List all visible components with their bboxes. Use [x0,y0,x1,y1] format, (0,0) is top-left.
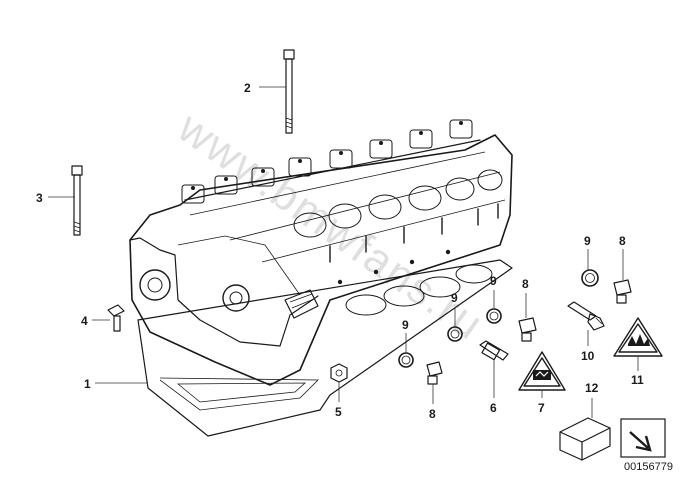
watermark: www.bmwfans.ru [168,102,492,350]
sensor-part-6 [479,340,509,361]
callout-9c: 9 [490,274,497,288]
plug-part-8-a [426,361,443,385]
bolt-part-3 [71,165,83,236]
ring-part-9-b [447,326,463,342]
plug-part-8-b [518,317,537,342]
warning-triangle-icon [518,351,566,391]
nut-part-5 [330,363,348,383]
cylinder-head-drawing [129,119,513,437]
callout-6: 6 [490,401,497,415]
callout-3: 3 [36,191,43,205]
ring-part-9-c [486,308,502,324]
ring-part-9-a [398,352,414,368]
leader-lines [48,86,639,418]
callout-12: 12 [585,381,599,395]
callout-10: 10 [581,349,595,363]
callout-1: 1 [84,377,91,391]
callout-9a: 9 [402,318,409,332]
callout-7: 7 [538,401,545,415]
ring-part-9-d [581,269,599,287]
reference-number: 00156779 [624,461,673,473]
arrow-down-right-icon[interactable] [620,418,666,458]
callout-11: 11 [631,373,644,387]
callout-9b: 9 [451,291,458,305]
callout-5: 5 [335,405,342,419]
long-bolt-part-2 [283,49,295,134]
caution-hand-icon [613,317,663,357]
bolt-part-4 [107,304,125,332]
callout-9d: 9 [584,234,591,248]
callout-2: 2 [244,81,251,95]
callout-labels: 1 2 3 4 5 6 7 8 9 9 9 8 9 8 10 11 12 [36,81,644,421]
callout-8a: 8 [429,407,436,421]
callout-8c: 8 [619,234,626,248]
callout-8b: 8 [522,277,529,291]
plug-part-8-c [613,279,632,304]
package-box-icon [559,417,611,461]
sensor-part-10 [567,301,605,331]
callout-4: 4 [81,314,88,328]
